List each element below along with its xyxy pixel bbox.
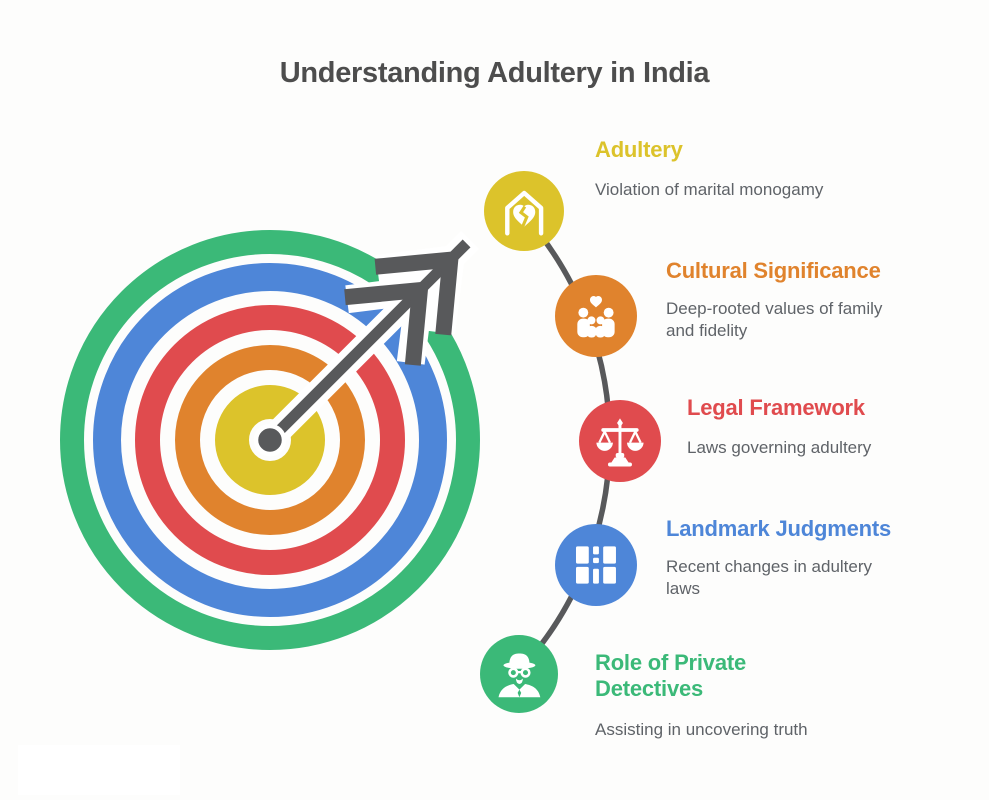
arrow-fletching — [374, 250, 460, 336]
arrow-shaft — [266, 239, 471, 444]
ring-red — [135, 305, 405, 575]
icon-badge-cultural-significance — [555, 275, 637, 357]
item-description-private-detectives: Assisting in uncovering truth — [595, 720, 808, 739]
icon-badge-landmark-judgments — [555, 524, 637, 606]
target-rings — [60, 230, 480, 650]
family-heart-icon — [577, 296, 615, 338]
detective-icon — [498, 653, 540, 697]
item-description-cultural-significance: Deep-rooted values of family and fidelit… — [666, 299, 883, 340]
item-description-legal-framework: Laws governing adultery — [687, 438, 872, 457]
item-description-adultery: Violation of marital monogamy — [595, 180, 824, 199]
bullseye-center-dot — [253, 423, 287, 457]
item-description-landmark-judgments: Recent changes in adultery laws — [666, 557, 873, 598]
house-broken-heart-icon — [504, 190, 544, 236]
item-title-private-detectives: Role of Private Detectives — [595, 650, 747, 701]
arrow-fletching — [344, 281, 429, 366]
ring-green — [60, 230, 480, 650]
icon-badge-adultery — [484, 171, 564, 251]
item-title-legal-framework: Legal Framework — [687, 395, 865, 420]
ring-blue — [93, 263, 447, 617]
ring-orange — [175, 345, 365, 535]
scales-of-justice-icon — [596, 418, 644, 467]
item-title-cultural-significance: Cultural Significance — [666, 258, 881, 283]
watermark-cover — [18, 745, 180, 795]
icon-badge-legal-framework — [579, 400, 661, 482]
ring-yellow — [215, 385, 325, 495]
item-title-adultery: Adultery — [595, 137, 683, 162]
icon-badge-private-detectives — [480, 635, 558, 713]
item-title-landmark-judgments: Landmark Judgments — [666, 516, 892, 541]
target-arrow — [266, 231, 479, 444]
courthouse-grid-icon — [576, 546, 616, 584]
page-title: Understanding Adultery in India — [279, 57, 710, 89]
